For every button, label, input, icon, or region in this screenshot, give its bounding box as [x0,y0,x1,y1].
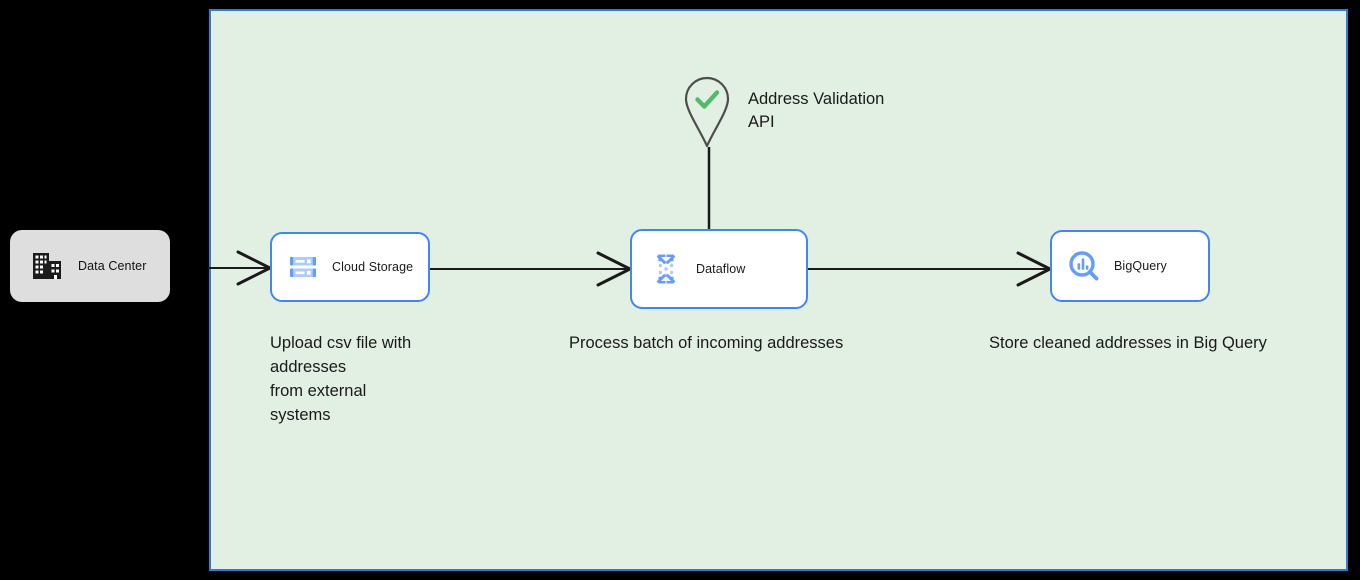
cloud-storage-icon [288,252,318,282]
caption-upload-line-1: Upload csv file with [270,334,412,352]
api-label-line-2: API [748,113,775,131]
bigquery-icon [1068,250,1100,282]
node-label-cloud-storage: Cloud Storage [332,260,414,274]
node-data-center[interactable]: Data Center [10,230,170,302]
api-label-line-1: Address Validation [748,90,885,108]
map-pin-check-icon [684,76,730,153]
data-center-icon [32,252,62,280]
node-cloud-storage[interactable]: Cloud Storage [270,232,430,302]
caption-process-batch: Process batch of incoming addresses [569,334,844,352]
node-dataflow[interactable]: Dataflow [630,229,808,309]
caption-upload-line-2: addresses [270,358,347,376]
node-label-address-validation-api: Address Validation API [748,88,928,134]
node-label-bigquery: BigQuery [1114,259,1167,273]
node-address-validation-api[interactable]: Address Validation API [684,76,928,153]
caption-upload-csv: Upload csv file with addresses from exte… [270,331,470,427]
caption-upload-line-4: systems [270,406,331,424]
caption-store-bigquery: Store cleaned addresses in Big Query [989,334,1267,352]
caption-upload-line-3: from external [270,382,367,400]
node-label-dataflow: Dataflow [696,262,746,276]
node-label-data-center: Data Center [78,259,147,273]
node-bigquery[interactable]: BigQuery [1050,230,1210,302]
dataflow-icon [650,252,682,286]
